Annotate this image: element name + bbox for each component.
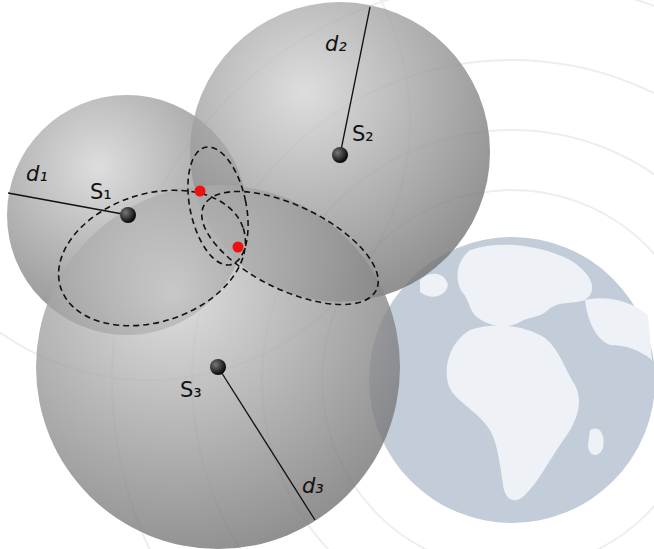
position-points	[195, 186, 244, 253]
sphere-fill	[36, 185, 400, 549]
satellite-label: S₁	[90, 182, 112, 203]
radius-lines	[8, 7, 370, 520]
distance-label: d₂	[325, 34, 347, 55]
distance-label: d₁	[26, 164, 48, 185]
satellite-label: S₂	[352, 124, 374, 145]
intersection-circles	[41, 141, 395, 348]
distance-label: d₃	[302, 476, 324, 497]
satellite-dots	[120, 147, 348, 375]
satellite-label: S₃	[180, 380, 202, 401]
